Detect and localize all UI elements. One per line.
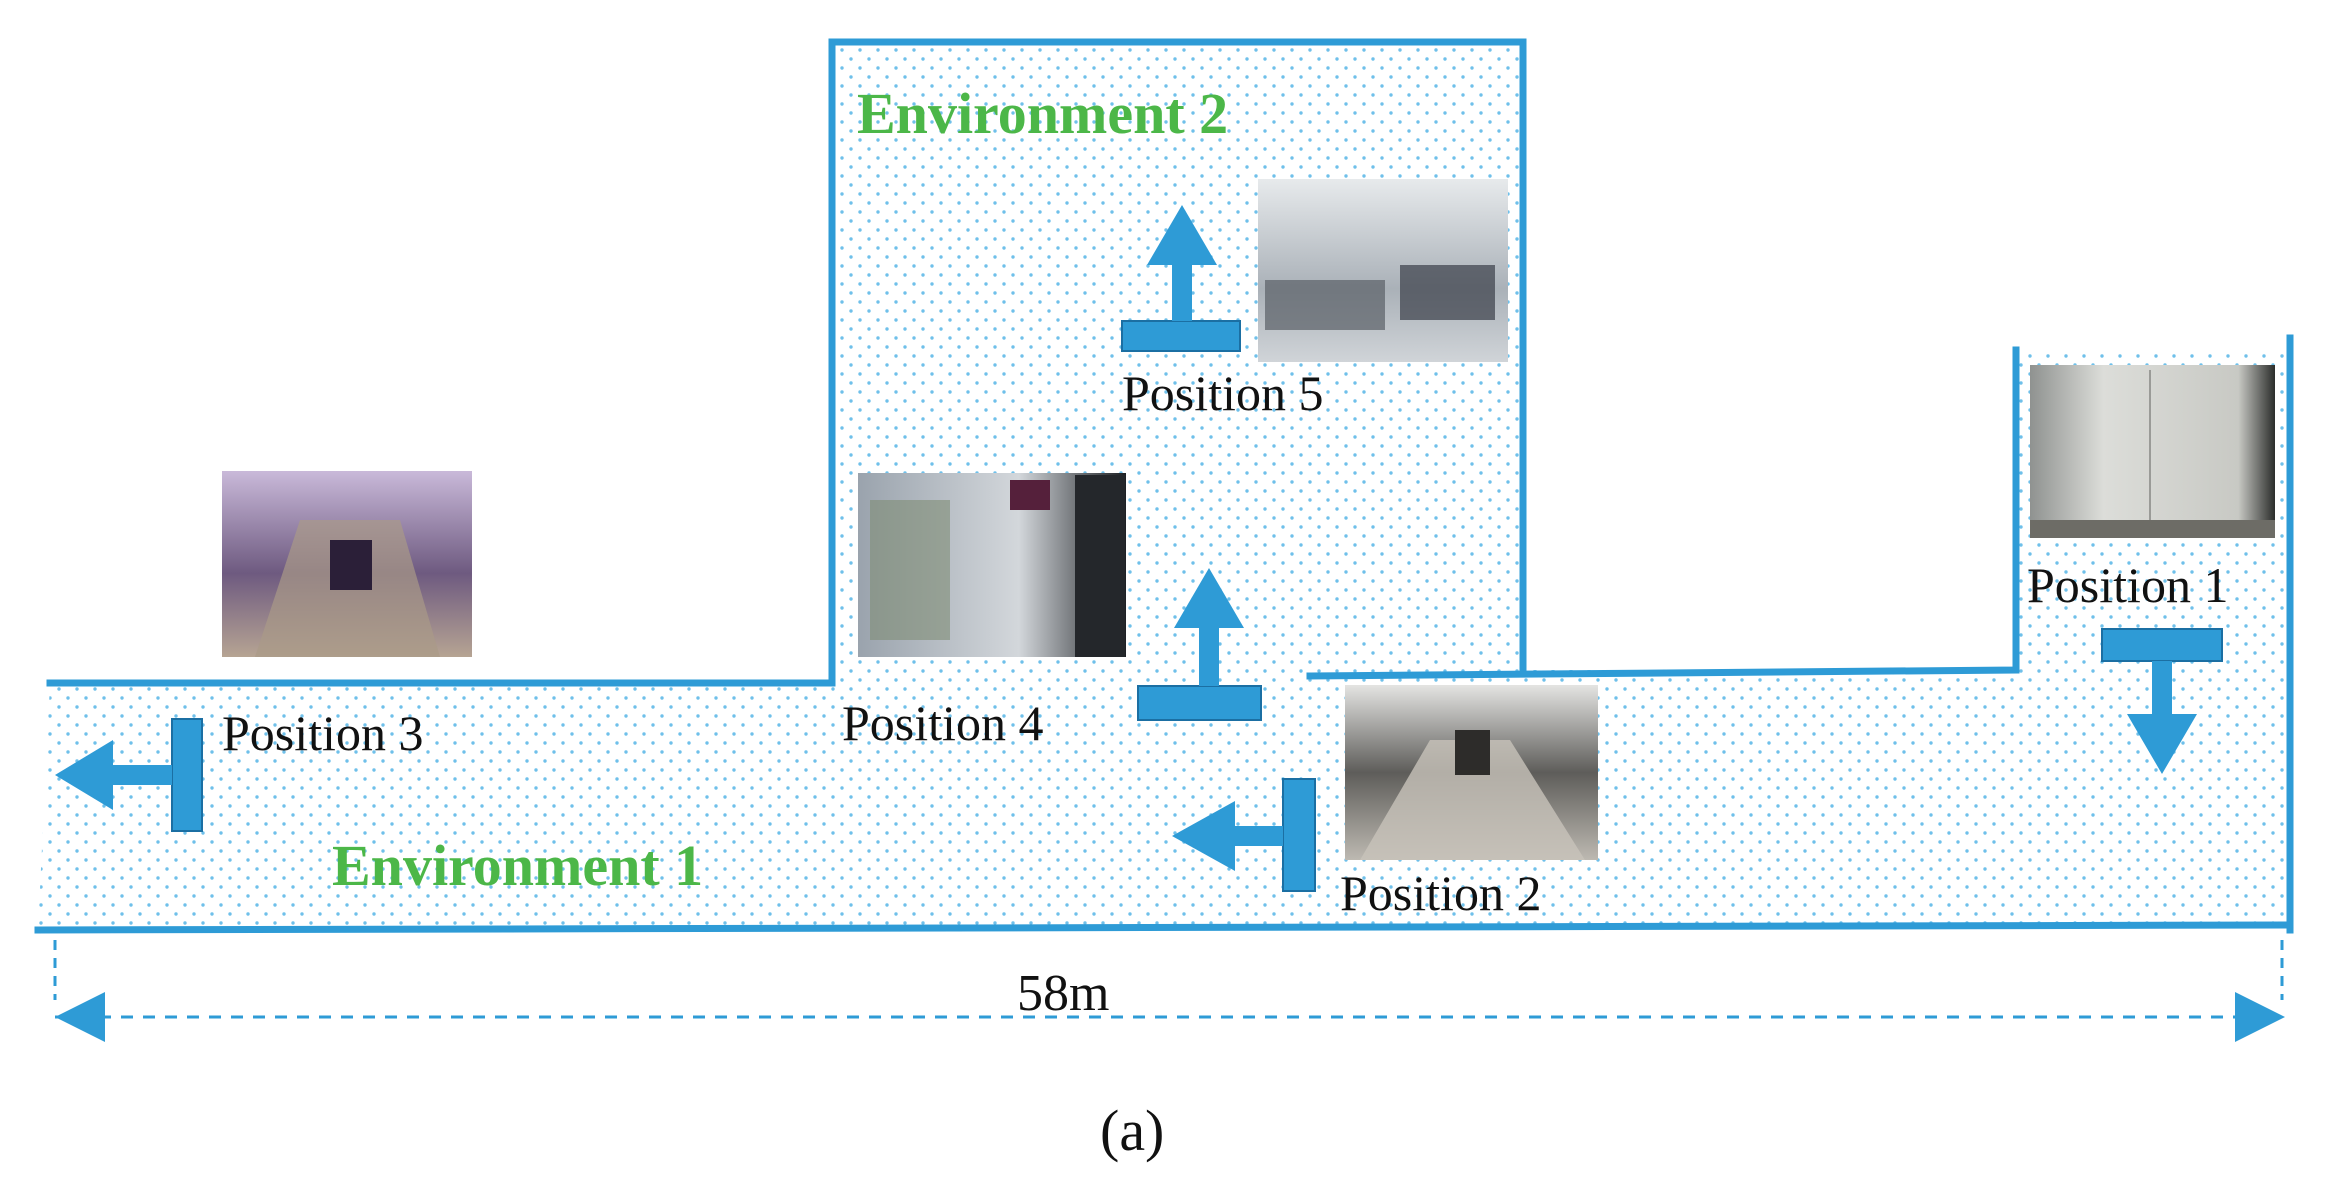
environment-2-label: Environment 2 [857,81,1228,146]
position-5-marker [1121,205,1241,352]
position-3-label: Position 3 [222,705,423,761]
figure-caption: (a) [1100,1098,1164,1163]
env1-top-right-wall [1306,346,2020,680]
position-2-marker [1172,778,1316,892]
environment-1-label: Environment 1 [332,833,703,898]
walls [34,38,2294,934]
floor-fill [38,42,2290,930]
dimension-right-arrowhead [2235,992,2285,1042]
dim-corridor-photo [222,471,472,657]
env1-bottom-wall [34,921,2294,934]
workshop-photo [858,473,1126,657]
position-3-marker [55,718,203,832]
position-4-marker [1137,568,1262,721]
position-4-label: Position 4 [842,695,1043,751]
position-1-label: Position 1 [2027,557,2228,613]
door-wall-photo [2030,365,2275,538]
position-1-marker [2101,628,2223,774]
position-5-label: Position 5 [1122,365,1323,421]
dimension-left-arrowhead [55,992,105,1042]
scale-label: 58m [1017,965,1109,1022]
position-2-label: Position 2 [1340,865,1541,921]
scale-dimension-line [53,940,2285,1042]
corridor-photo [1345,685,1598,860]
office-lab-photo [1258,179,1508,362]
env2-outline-wall [828,38,1527,687]
